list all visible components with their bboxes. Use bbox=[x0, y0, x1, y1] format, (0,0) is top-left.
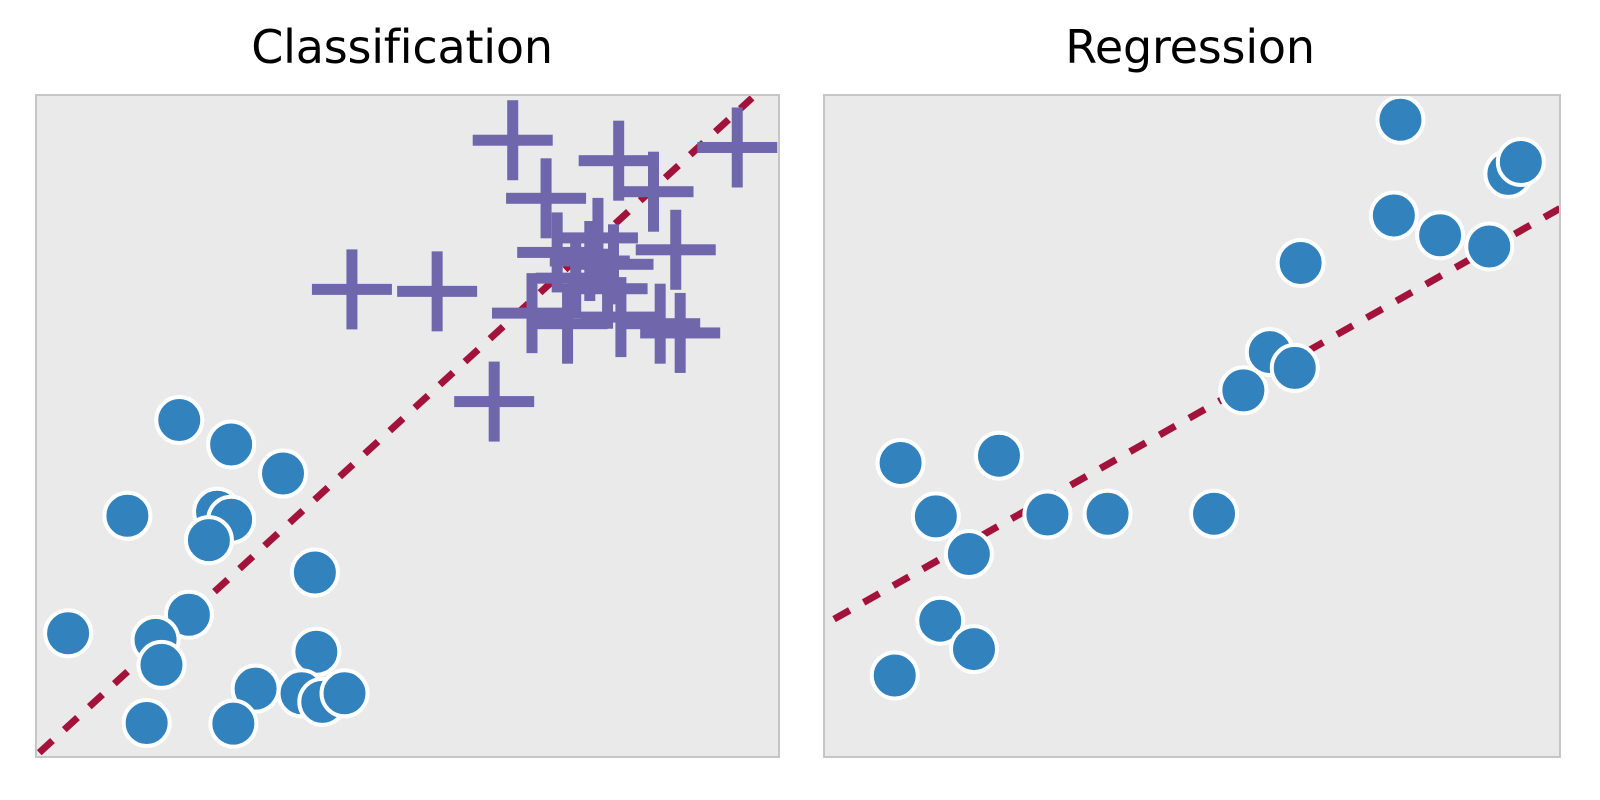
data-point-circle bbox=[43, 608, 94, 659]
data-point-circle bbox=[319, 668, 370, 719]
plus-vertical-bar bbox=[602, 248, 614, 329]
plus-vertical-bar bbox=[648, 151, 660, 232]
data-point-plus bbox=[640, 292, 721, 373]
data-point-circle bbox=[1415, 210, 1466, 261]
plus-vertical-bar bbox=[526, 273, 538, 354]
data-point-circle bbox=[102, 490, 153, 541]
regression-title: Regression bbox=[1065, 20, 1315, 74]
plus-vertical-bar bbox=[507, 100, 519, 181]
data-point-plus bbox=[527, 283, 608, 364]
data-point-plus bbox=[491, 273, 572, 354]
plus-vertical-bar bbox=[570, 238, 582, 319]
data-point-circle bbox=[136, 639, 187, 690]
data-point-circle bbox=[206, 419, 257, 470]
data-point-plus bbox=[557, 197, 638, 278]
data-point-circle bbox=[1218, 365, 1269, 416]
plus-vertical-bar bbox=[488, 361, 500, 442]
plus-vertical-bar bbox=[670, 209, 682, 290]
data-point-circle bbox=[910, 491, 961, 542]
panel-classification: Classification bbox=[35, 20, 780, 758]
regression-plot-area bbox=[825, 96, 1559, 701]
data-point-circle bbox=[1375, 96, 1426, 145]
plus-vertical-bar bbox=[562, 283, 574, 364]
series-observations bbox=[869, 96, 1546, 701]
plus-vertical-bar bbox=[615, 277, 627, 358]
plus-vertical-bar bbox=[674, 292, 686, 373]
plus-vertical-bar bbox=[346, 249, 358, 330]
data-point-plus bbox=[635, 209, 716, 290]
data-point-plus bbox=[580, 277, 661, 358]
plus-vertical-bar bbox=[654, 283, 666, 364]
data-point-circle bbox=[258, 448, 309, 499]
data-point-plus bbox=[397, 251, 478, 332]
data-point-plus bbox=[454, 361, 535, 442]
data-point-circle bbox=[1189, 488, 1240, 539]
series-class-0 bbox=[43, 395, 370, 749]
plus-vertical-bar bbox=[431, 251, 443, 332]
data-point-circle bbox=[121, 698, 172, 748]
data-point-circle bbox=[163, 589, 214, 640]
data-point-circle bbox=[1082, 488, 1133, 539]
panel-regression: Regression bbox=[785, 0, 1600, 800]
data-point-circle bbox=[183, 515, 234, 566]
data-point-circle bbox=[1275, 237, 1326, 288]
data-point-plus bbox=[472, 100, 553, 181]
plus-vertical-bar bbox=[592, 197, 604, 278]
data-point-circle bbox=[1022, 489, 1073, 540]
data-point-plus bbox=[311, 249, 392, 330]
data-point-plus bbox=[567, 248, 648, 329]
plus-vertical-bar bbox=[551, 212, 563, 293]
regression-axes bbox=[823, 94, 1561, 758]
data-point-plus bbox=[578, 120, 659, 201]
data-point-circle bbox=[154, 395, 205, 446]
classification-plot-area bbox=[37, 96, 778, 756]
data-point-circle bbox=[208, 698, 259, 749]
classification-axes bbox=[35, 94, 780, 758]
data-point-plus bbox=[535, 238, 616, 319]
data-point-plus bbox=[613, 151, 694, 232]
classification-title: Classification bbox=[251, 20, 553, 74]
data-point-circle bbox=[875, 437, 926, 488]
data-point-circle bbox=[943, 529, 994, 580]
data-point-circle bbox=[915, 595, 966, 646]
plus-vertical-bar bbox=[731, 107, 743, 188]
data-point-plus bbox=[620, 283, 701, 364]
data-point-plus bbox=[517, 212, 598, 293]
plus-vertical-bar bbox=[613, 120, 625, 201]
plus-vertical-bar bbox=[540, 158, 552, 239]
decision-boundary-line bbox=[37, 96, 755, 756]
data-point-circle bbox=[973, 430, 1024, 481]
data-point-circle bbox=[1464, 221, 1515, 272]
data-point-plus bbox=[573, 224, 654, 305]
data-point-plus bbox=[506, 158, 587, 239]
series-class-1 bbox=[311, 100, 778, 442]
data-point-circle bbox=[291, 626, 342, 677]
data-point-circle bbox=[1368, 190, 1419, 241]
data-point-circle bbox=[1269, 342, 1320, 393]
data-point-circle bbox=[869, 650, 920, 701]
data-point-circle bbox=[289, 547, 340, 598]
data-point-circle bbox=[949, 624, 1000, 675]
data-point-plus bbox=[697, 107, 778, 188]
regression-fit-line bbox=[825, 204, 1559, 629]
plus-vertical-bar bbox=[607, 224, 619, 305]
data-point-circle bbox=[1495, 137, 1546, 187]
